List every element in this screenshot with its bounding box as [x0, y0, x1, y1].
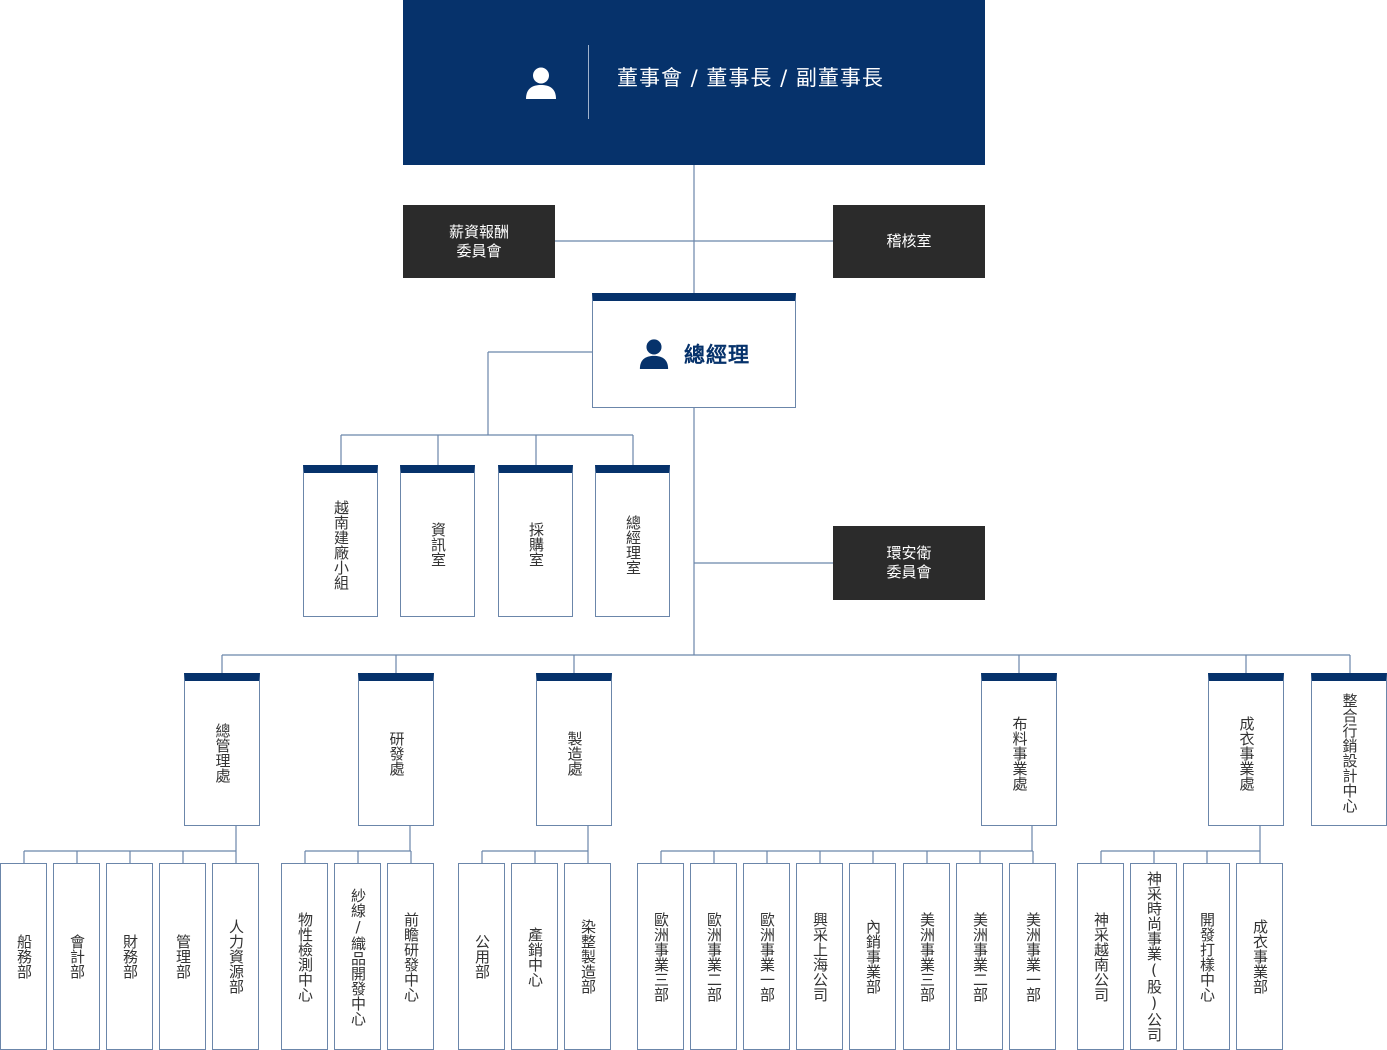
- unit-label: 公用部: [473, 934, 491, 979]
- unit-label: 美洲事業一部: [1024, 911, 1042, 1002]
- unit-label: 美洲事業三部: [918, 911, 936, 1002]
- unit-label: 神采時尚事業(股)公司: [1145, 871, 1163, 1042]
- compensation-committee-label: 薪資報酬 委員會: [448, 222, 509, 260]
- safety-committee: 環安衛 委員會: [833, 526, 985, 600]
- division-box: 研發處: [358, 673, 434, 826]
- audit-office: 稽核室: [833, 205, 985, 278]
- unit-box: 內銷事業部: [849, 863, 896, 1050]
- unit-label: 成衣事業部: [1251, 919, 1269, 994]
- unit-box: 神采越南公司: [1077, 863, 1124, 1050]
- division-label: 總管理處: [213, 723, 232, 783]
- unit-box: 歐洲事業三部: [637, 863, 684, 1050]
- gm-office-label: 總經理室: [624, 514, 642, 575]
- person-icon: [639, 339, 669, 370]
- unit-label: 歐洲事業三部: [652, 911, 670, 1002]
- division-label: 研發處: [387, 730, 406, 776]
- unit-label: 船務部: [15, 934, 33, 979]
- unit-box: 興采上海公司: [796, 863, 843, 1050]
- gm-office-label: 採購室: [527, 522, 545, 567]
- division-box: 整合行銷設計中心: [1311, 673, 1387, 826]
- unit-label: 會計部: [68, 934, 86, 979]
- unit-label: 染整製造部: [579, 919, 597, 994]
- gm-office-label: 資訊室: [429, 522, 447, 567]
- board-box: 董事會 / 董事長 / 副董事長: [403, 0, 985, 165]
- unit-box: 神采時尚事業(股)公司: [1130, 863, 1177, 1050]
- gm-office-box: 越南建廠小組: [303, 465, 378, 617]
- unit-box: 歐洲事業二部: [690, 863, 737, 1050]
- division-box: 製造處: [536, 673, 612, 826]
- unit-label: 歐洲事業二部: [705, 911, 723, 1002]
- unit-label: 興采上海公司: [811, 911, 829, 1002]
- gm-office-label: 越南建廠小組: [332, 499, 350, 590]
- unit-box: 管理部: [159, 863, 206, 1050]
- unit-box: 人力資源部: [212, 863, 259, 1050]
- unit-box: 美洲事業二部: [956, 863, 1003, 1050]
- division-label: 整合行銷設計中心: [1340, 693, 1359, 813]
- unit-label: 財務部: [121, 934, 139, 979]
- gm-office-box: 採購室: [498, 465, 573, 617]
- safety-committee-label: 環安衛 委員會: [886, 544, 932, 581]
- unit-label: 開發打樣中心: [1198, 911, 1216, 1002]
- unit-label: 前瞻研發中心: [402, 911, 420, 1002]
- gm-office-box: 總經理室: [595, 465, 670, 617]
- general-manager-title: 總經理: [684, 343, 750, 367]
- unit-label: 管理部: [174, 934, 192, 979]
- unit-box: 前瞻研發中心: [387, 863, 434, 1050]
- compensation-committee: 薪資報酬 委員會: [403, 205, 555, 278]
- unit-box: 開發打樣中心: [1183, 863, 1230, 1050]
- unit-box: 染整製造部: [564, 863, 611, 1050]
- unit-box: 產銷中心: [511, 863, 558, 1050]
- board-separator: [588, 45, 589, 119]
- audit-office-label: 稽核室: [886, 232, 932, 250]
- unit-label: 神采越南公司: [1092, 911, 1110, 1002]
- division-box: 總管理處: [184, 673, 260, 826]
- unit-label: 物性檢測中心: [296, 911, 314, 1002]
- unit-label: 內銷事業部: [864, 919, 882, 994]
- unit-box: 美洲事業一部: [1009, 863, 1056, 1050]
- division-label: 布料事業處: [1010, 715, 1029, 791]
- unit-box: 財務部: [106, 863, 153, 1050]
- unit-label: 紗線/織品開發中心: [349, 887, 367, 1026]
- division-label: 成衣事業處: [1237, 715, 1256, 791]
- unit-box: 成衣事業部: [1236, 863, 1283, 1050]
- unit-box: 會計部: [53, 863, 100, 1050]
- unit-label: 美洲事業二部: [971, 911, 989, 1002]
- unit-label: 歐洲事業一部: [758, 911, 776, 1002]
- general-manager-box: 總經理: [592, 293, 796, 408]
- division-label: 製造處: [565, 730, 584, 776]
- unit-box: 美洲事業三部: [903, 863, 950, 1050]
- person-icon: [526, 67, 556, 99]
- gm-office-box: 資訊室: [400, 465, 475, 617]
- unit-box: 歐洲事業一部: [743, 863, 790, 1050]
- unit-box: 船務部: [0, 863, 47, 1050]
- division-box: 成衣事業處: [1208, 673, 1284, 826]
- unit-box: 紗線/織品開發中心: [334, 863, 381, 1050]
- board-title: 董事會 / 董事長 / 副董事長: [617, 66, 884, 90]
- unit-label: 人力資源部: [227, 919, 245, 994]
- unit-box: 公用部: [458, 863, 505, 1050]
- unit-label: 產銷中心: [526, 926, 544, 987]
- unit-box: 物性檢測中心: [281, 863, 328, 1050]
- division-box: 布料事業處: [981, 673, 1057, 826]
